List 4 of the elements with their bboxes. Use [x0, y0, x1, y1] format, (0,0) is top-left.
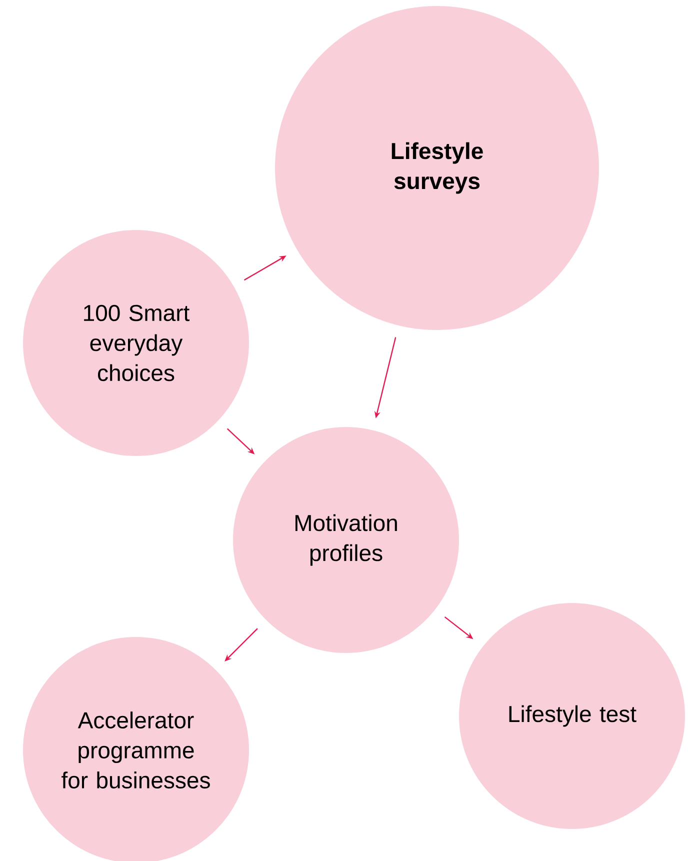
circle-node: Lifestyle test — [459, 603, 685, 829]
circle-node: Lifestyle surveys — [275, 6, 599, 330]
circle-node: Motivation profiles — [233, 427, 459, 653]
circle-node: 100 Smart everyday choices — [23, 230, 249, 456]
